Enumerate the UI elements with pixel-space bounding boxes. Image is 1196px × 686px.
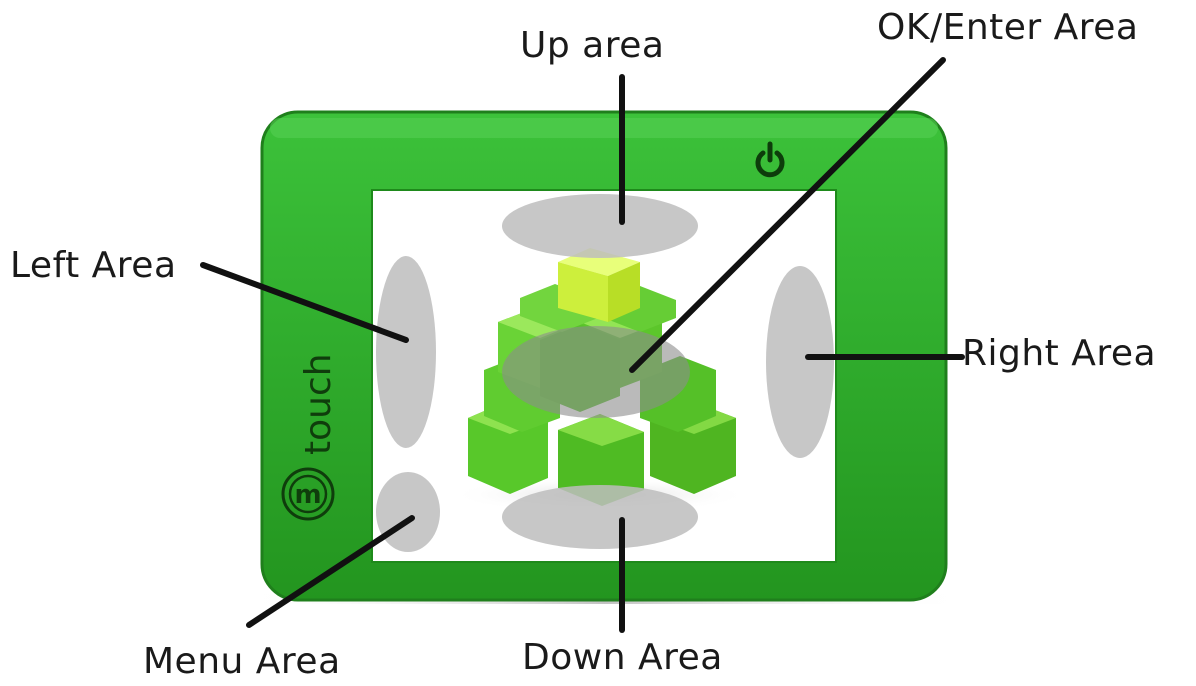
ok-enter-touch-zone[interactable] [502, 326, 690, 418]
left-leader-line [200, 262, 409, 343]
brand-word: touch [298, 353, 339, 455]
up-area-label: Up area [520, 25, 665, 66]
down-area-label: Down Area [522, 637, 723, 678]
device-highlight [270, 118, 938, 138]
brand-logo: m touch [281, 353, 339, 521]
ok-enter-area-label: OK/Enter Area [877, 7, 1139, 48]
left-area-label: Left Area [10, 245, 177, 286]
down-touch-zone[interactable] [502, 485, 698, 549]
right-area-label: Right Area [962, 333, 1157, 374]
menu-area-label: Menu Area [143, 641, 341, 682]
right-touch-zone[interactable] [766, 266, 834, 458]
menu-leader-line [246, 515, 415, 628]
leader-lines [200, 57, 965, 633]
power-icon[interactable] [755, 141, 785, 178]
up-touch-zone[interactable] [502, 194, 698, 258]
touch-zones [376, 194, 834, 552]
brand-letter: m [294, 480, 321, 510]
ok-enter-leader-line [629, 57, 946, 373]
left-touch-zone[interactable] [376, 256, 436, 448]
menu-touch-zone[interactable] [376, 472, 440, 552]
